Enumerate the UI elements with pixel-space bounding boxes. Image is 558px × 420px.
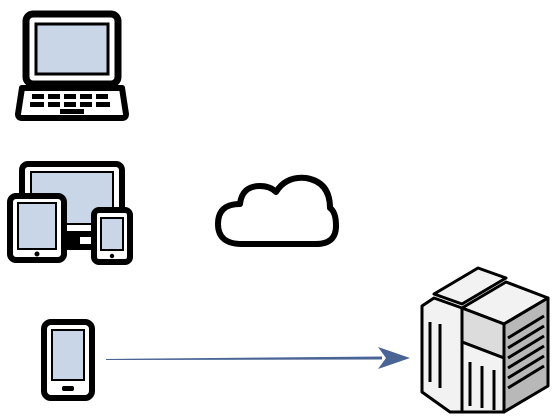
connection-arrow xyxy=(104,344,414,372)
laptop-icon xyxy=(14,10,130,122)
smartphone-icon xyxy=(40,318,96,402)
multi-device-icon xyxy=(6,160,136,266)
cloud-icon xyxy=(212,170,342,250)
din-rail-module-icon xyxy=(416,262,556,414)
